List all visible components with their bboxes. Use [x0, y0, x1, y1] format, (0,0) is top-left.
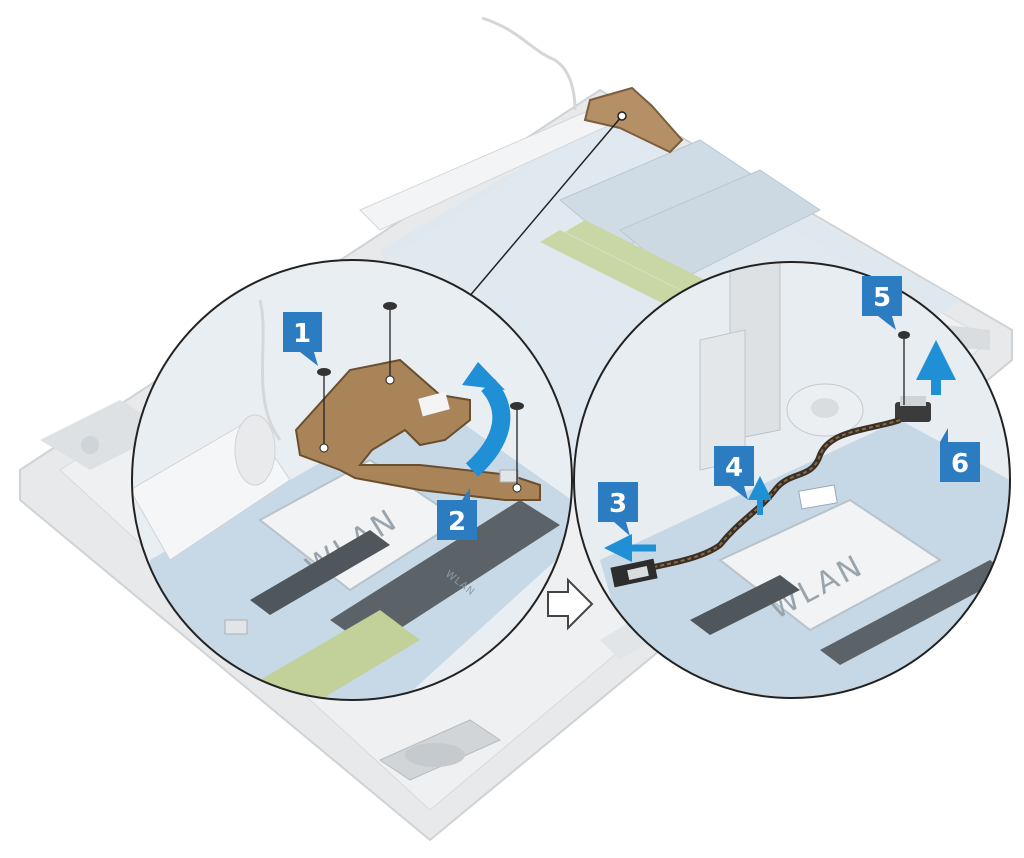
right-arrow-icon: [547, 577, 594, 631]
dc-in-port: [895, 402, 931, 422]
leader-dot: [617, 111, 627, 121]
svg-text:5: 5: [873, 283, 891, 313]
callout-5: 5: [862, 276, 902, 330]
screws-left: [317, 302, 524, 493]
svg-text:2: 2: [448, 507, 466, 537]
callout-6: 6: [940, 428, 980, 482]
zoom-circle-left: WLAN WLAN: [131, 259, 573, 701]
zoom-circle-right: WLAN: [573, 261, 1011, 699]
hinge-top: [583, 86, 684, 154]
svg-text:1: 1: [293, 319, 311, 349]
screw-icon: [317, 368, 331, 453]
callout-1: 1: [283, 312, 322, 366]
screw-icon: [383, 302, 397, 385]
hinge-bracket: [294, 358, 541, 501]
callout-4: 4: [714, 446, 754, 500]
callout-3: 3: [598, 482, 638, 536]
callout-2: 2: [437, 488, 477, 540]
screw-icon: [510, 402, 524, 493]
svg-text:3: 3: [609, 489, 627, 519]
curved-arrow-icon: [462, 362, 511, 477]
screw-icon: [898, 331, 910, 405]
svg-text:4: 4: [725, 453, 743, 483]
svg-text:6: 6: [951, 449, 969, 479]
leader-line: [467, 115, 623, 299]
